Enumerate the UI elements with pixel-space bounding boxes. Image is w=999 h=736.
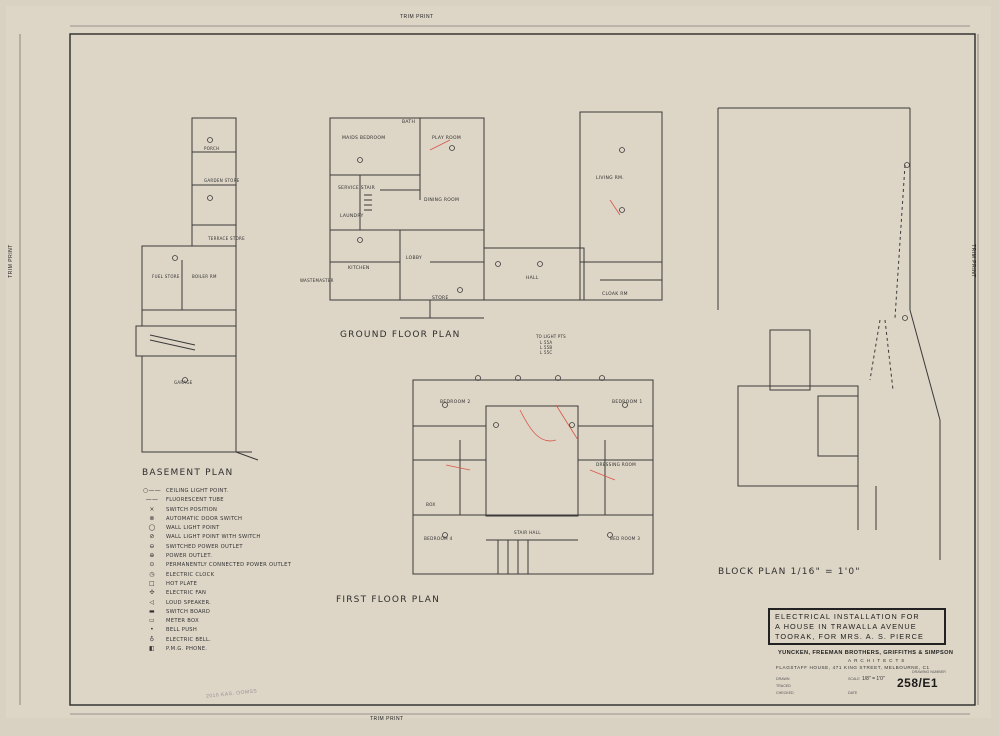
checked-label: CHECKED — [776, 691, 794, 695]
room-label: BEDROOM 1 — [612, 400, 643, 405]
date-label: DATE — [848, 691, 858, 695]
wall-light-point-icon: ◯ — [148, 524, 156, 532]
traced-label: TRACED — [776, 684, 791, 688]
legend-row: ✣ELECTRIC FAN — [140, 589, 340, 598]
room-label: BATH — [402, 120, 416, 125]
room-label: CLOAK RM — [602, 292, 628, 297]
room-label: LOBBY — [406, 256, 423, 261]
room-label: HALL — [526, 276, 539, 281]
scale-label: SCALE — [848, 677, 860, 681]
drawing-sheet — [6, 6, 991, 718]
sheet-border — [69, 33, 976, 706]
architects-label: ARCHITECTS — [848, 658, 908, 663]
trim-print-top: TRIM PRINT — [400, 14, 434, 20]
switch-position-icon: × — [149, 505, 155, 513]
note-light-item: L 55B — [540, 345, 553, 350]
meter-box-icon: ▭ — [149, 617, 155, 625]
legend-row: ◷ELECTRIC CLOCK — [140, 571, 340, 580]
loud-speaker-icon: ◁ — [149, 598, 155, 606]
room-label: BEDROOM 2 — [440, 400, 471, 405]
automatic-door-switch-icon: ⊗ — [149, 514, 155, 522]
room-label: BOX — [426, 502, 436, 507]
block-plan-label: BLOCK PLAN 1/16" = 1'0" — [718, 567, 861, 577]
first-floor-plan-label: FIRST FLOOR PLAN — [336, 595, 441, 605]
bell-push-icon: • — [150, 626, 154, 634]
room-label: DRESSING ROOM — [596, 462, 637, 467]
wall-light-point-with-switch-icon: ⊘ — [149, 533, 155, 541]
title-line-2: A HOUSE IN TRAWALLA AVENUE — [775, 622, 917, 631]
note-light-item: L 55A — [540, 340, 553, 345]
room-label: STORE — [432, 296, 449, 301]
room-label: FUEL STORE — [152, 274, 180, 279]
legend-row: ◯WALL LIGHT POINT — [140, 524, 340, 533]
room-label: WASTEMASTER — [300, 278, 334, 283]
legend-row: ♁ELECTRIC BELL. — [140, 636, 340, 645]
legend-row: ——FLUORESCENT TUBE — [140, 496, 340, 505]
hot-plate-icon: □ — [149, 579, 155, 587]
fluorescent-tube-icon: —— — [145, 496, 159, 504]
room-label: GARDEN STORE — [204, 178, 240, 183]
room-label: STAIR HALL — [514, 530, 541, 535]
drawing-number: 258/E1 — [897, 676, 939, 690]
firm-name: YUNCKEN, FREEMAN BROTHERS, GRIFFITHS & S… — [778, 650, 954, 656]
room-label: LAUNDRY — [340, 214, 364, 219]
first-floor-plan — [412, 379, 654, 575]
legend-row: ⊕POWER OUTLET. — [140, 552, 340, 561]
basement-plan-label: BASEMENT PLAN — [142, 468, 234, 478]
block-plan — [717, 107, 941, 560]
room-label: BOILER RM — [192, 274, 217, 279]
legend-row: ×SWITCH POSITION — [140, 506, 340, 515]
legend-row: ▭METER BOX — [140, 617, 340, 626]
trim-print-right: TRIM PRINT — [969, 244, 976, 278]
legend-row: ⊙PERMANENTLY CONNECTED POWER OUTLET — [140, 561, 340, 570]
pmg-phone-icon: ◧ — [149, 645, 155, 653]
drawing-number-label: DRAWING NUMBER — [912, 670, 946, 674]
room-label: MAIDS BEDROOM — [342, 136, 386, 141]
scale-value: 1/8" = 1'0" — [862, 676, 885, 682]
legend-row: ⊗AUTOMATIC DOOR SWITCH — [140, 515, 340, 524]
legend-row: ◁LOUD SPEAKER. — [140, 599, 340, 608]
legend-row: •BELL PUSH — [140, 626, 340, 635]
ground-floor-plan-label: GROUND FLOOR PLAN — [340, 330, 461, 340]
note-light-item: L 55C — [540, 350, 553, 355]
title-line-3: TOORAK, FOR MRS. A. S. PIERCE — [775, 632, 924, 641]
room-label: SERVICE STAIR — [338, 186, 376, 191]
switch-board-icon: ▬ — [149, 607, 155, 615]
light-points — [172, 137, 910, 538]
legend-row: ▬SWITCH BOARD — [140, 608, 340, 617]
electric-fan-icon: ✣ — [149, 589, 155, 597]
legend-row: ⊖SWITCHED POWER OUTLET — [140, 543, 340, 552]
trim-print-bottom: TRIM PRINT — [370, 716, 404, 722]
red-pencil-wiring — [429, 139, 621, 481]
firm-address: FLAGSTAFF HOUSE, 471 KING STREET, MELBOU… — [776, 665, 930, 670]
permanently-connected-power-outlet-icon: ⊙ — [149, 561, 155, 569]
room-label: TERRACE STORE — [208, 236, 245, 241]
room-label: PLAY ROOM — [432, 136, 462, 141]
switched-power-outlet-icon: ⊖ — [149, 542, 155, 550]
drawn-label: DRAWN — [776, 677, 790, 681]
note-light-pts: TO LIGHT PTS — [536, 334, 566, 339]
power-outlet-icon: ⊕ — [149, 552, 155, 560]
legend-row: ◧P.M.G. PHONE. — [140, 645, 340, 654]
electric-clock-icon: ◷ — [149, 570, 155, 578]
electric-bell-icon: ♁ — [149, 635, 155, 643]
title-block: ELECTRICAL INSTALLATION FOR A HOUSE IN T… — [768, 608, 946, 645]
legend-row: ○——CEILING LIGHT POINT. — [140, 487, 340, 496]
trim-print-left: TRIM PRINT — [7, 244, 14, 278]
room-label: PORCH — [204, 146, 220, 151]
room-label: KITCHEN — [348, 266, 370, 271]
legend: ○——CEILING LIGHT POINT. ——FLUORESCENT TU… — [140, 487, 340, 654]
ground-floor-plan — [329, 111, 663, 319]
title-line-1: ELECTRICAL INSTALLATION FOR — [775, 612, 920, 621]
ceiling-light-point-icon: ○—— — [142, 487, 162, 494]
room-label: GARAGE — [174, 380, 193, 385]
legend-row: ⊘WALL LIGHT POINT WITH SWITCH — [140, 533, 340, 542]
room-label: BED ROOM 3 — [610, 536, 641, 541]
legend-row: □HOT PLATE — [140, 580, 340, 589]
room-label: DINING ROOM — [424, 198, 460, 203]
basement-plan — [135, 117, 259, 461]
room-label: BEDROOM 4 — [424, 536, 453, 541]
room-label: LIVING RM. — [596, 176, 624, 181]
